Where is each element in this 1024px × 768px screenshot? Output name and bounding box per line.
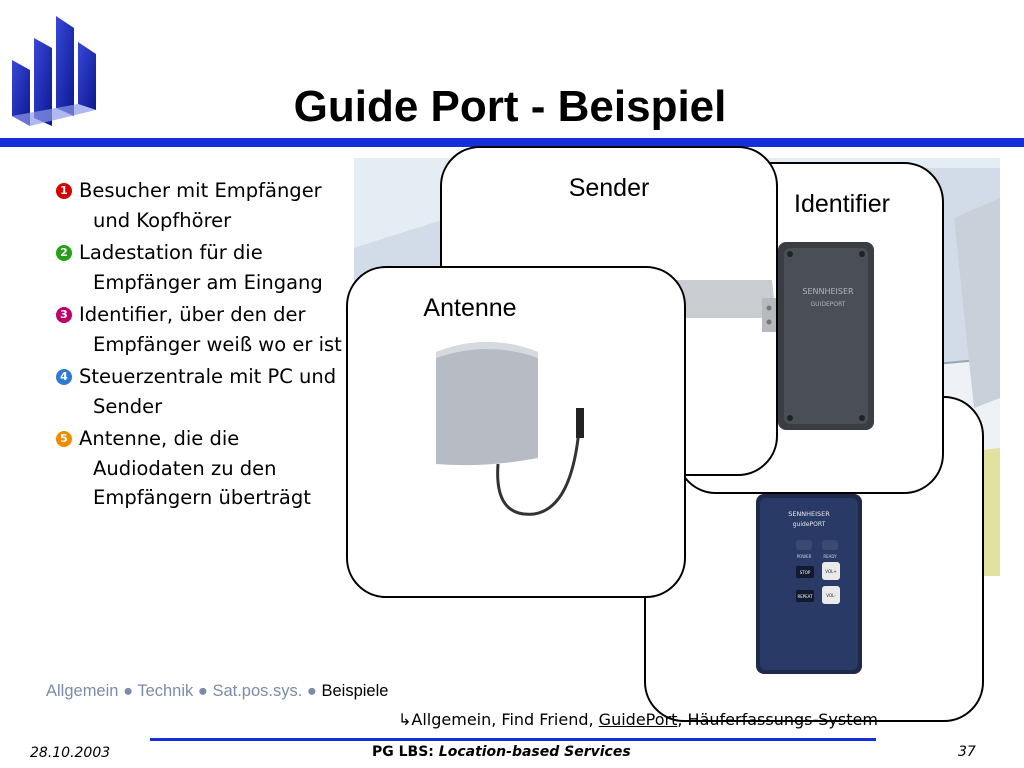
course-code: PG LBS: [372, 744, 434, 760]
footer-course: PG LBS: Location-based Services [372, 744, 631, 760]
bullet-text: Steuerzentrale mit PC und Sender [79, 365, 337, 418]
identifier-card: Identifier SENNHEISER GUIDEPORT [676, 162, 944, 494]
footer-divider [150, 738, 876, 741]
bullet-text: Besucher mit Empfänger und Kopfhörer [79, 179, 322, 232]
nav-item-technik[interactable]: Technik [137, 682, 194, 700]
bullet-text: Identifier, über den der Empfänger weiß … [79, 303, 342, 356]
antenna-device-image [436, 342, 584, 516]
identifier-card-label: Identifier [794, 190, 890, 218]
university-logo [12, 16, 96, 126]
receiver-button-label: STOP [800, 570, 811, 575]
bullet-list: 1 Besucher mit Empfänger und Kopfhörer 2… [56, 176, 356, 513]
receiver-device-image: SENNHEISER guidePORT POWER READY STOP VO… [756, 494, 862, 674]
footer-date: 28.10.2003 [30, 745, 111, 761]
receiver-button-label: VOL+ [825, 569, 836, 574]
receiver-button-label: READY [823, 554, 837, 559]
nav-separator: ● [306, 682, 317, 700]
page-number: 37 [958, 744, 976, 760]
receiver-button-label: REPEAT [797, 594, 813, 599]
receiver-button-label: POWER [797, 554, 812, 559]
identifier-model: GUIDEPORT [811, 301, 846, 308]
antenne-card: Antenne [346, 266, 686, 598]
nav-separator: ● [197, 682, 208, 700]
footer-navigation: Allgemein ● Technik ● Sat.pos.sys. ● Bei… [46, 682, 388, 701]
receiver-button-label: VOL- [826, 593, 836, 598]
sub-nav-current[interactable]: GuidePort [598, 710, 678, 729]
slide-title: Guide Port - Beispiel [293, 82, 727, 131]
sub-arrow-icon: ↳ [398, 710, 412, 729]
nav-separator: ● [123, 682, 134, 700]
bullet-item-5: 5 Antenne, die die Audiodaten zu den Emp… [56, 424, 356, 513]
bullet-item-3: 3 Identifier, über den der Empfänger wei… [56, 300, 356, 359]
nav-item-allgemein[interactable]: Allgemein [46, 682, 119, 700]
antenne-card-label: Antenne [423, 294, 517, 322]
sub-nav-items[interactable]: Allgemein, Find Friend, [411, 710, 599, 729]
number-badge-4-icon: 4 [56, 369, 72, 385]
bullet-item-1: 1 Besucher mit Empfänger und Kopfhörer [56, 176, 356, 235]
nav-item-beispiele[interactable]: Beispiele [321, 682, 389, 700]
course-title: Location-based Services [438, 744, 631, 760]
title-divider [0, 138, 1024, 147]
bullet-item-4: 4 Steuerzentrale mit PC und Sender [56, 362, 356, 421]
nav-item-sat-pos-sys[interactable]: Sat.pos.sys. [212, 682, 303, 700]
sender-card-label: Sender [568, 174, 650, 202]
number-badge-1-icon: 1 [56, 183, 72, 199]
number-badge-5-icon: 5 [56, 431, 72, 447]
identifier-brand: SENNHEISER [802, 287, 854, 296]
number-badge-3-icon: 3 [56, 307, 72, 323]
receiver-model: guidePORT [793, 521, 826, 528]
footer-subnavigation: ↳Allgemein, Find Friend, GuidePort, Häuf… [398, 710, 878, 729]
identifier-device-image: SENNHEISER GUIDEPORT [778, 242, 874, 430]
bullet-item-2: 2 Ladestation für die Empfänger am Einga… [56, 238, 356, 297]
number-badge-2-icon: 2 [56, 245, 72, 261]
bullet-text: Ladestation für die Empfänger am Eingang [79, 241, 323, 294]
receiver-brand: SENNHEISER [788, 510, 830, 518]
bullet-text: Antenne, die die Audiodaten zu den Empfä… [79, 427, 311, 509]
sub-nav-items-rest[interactable]: , Häuferfassungs-System [677, 710, 878, 729]
